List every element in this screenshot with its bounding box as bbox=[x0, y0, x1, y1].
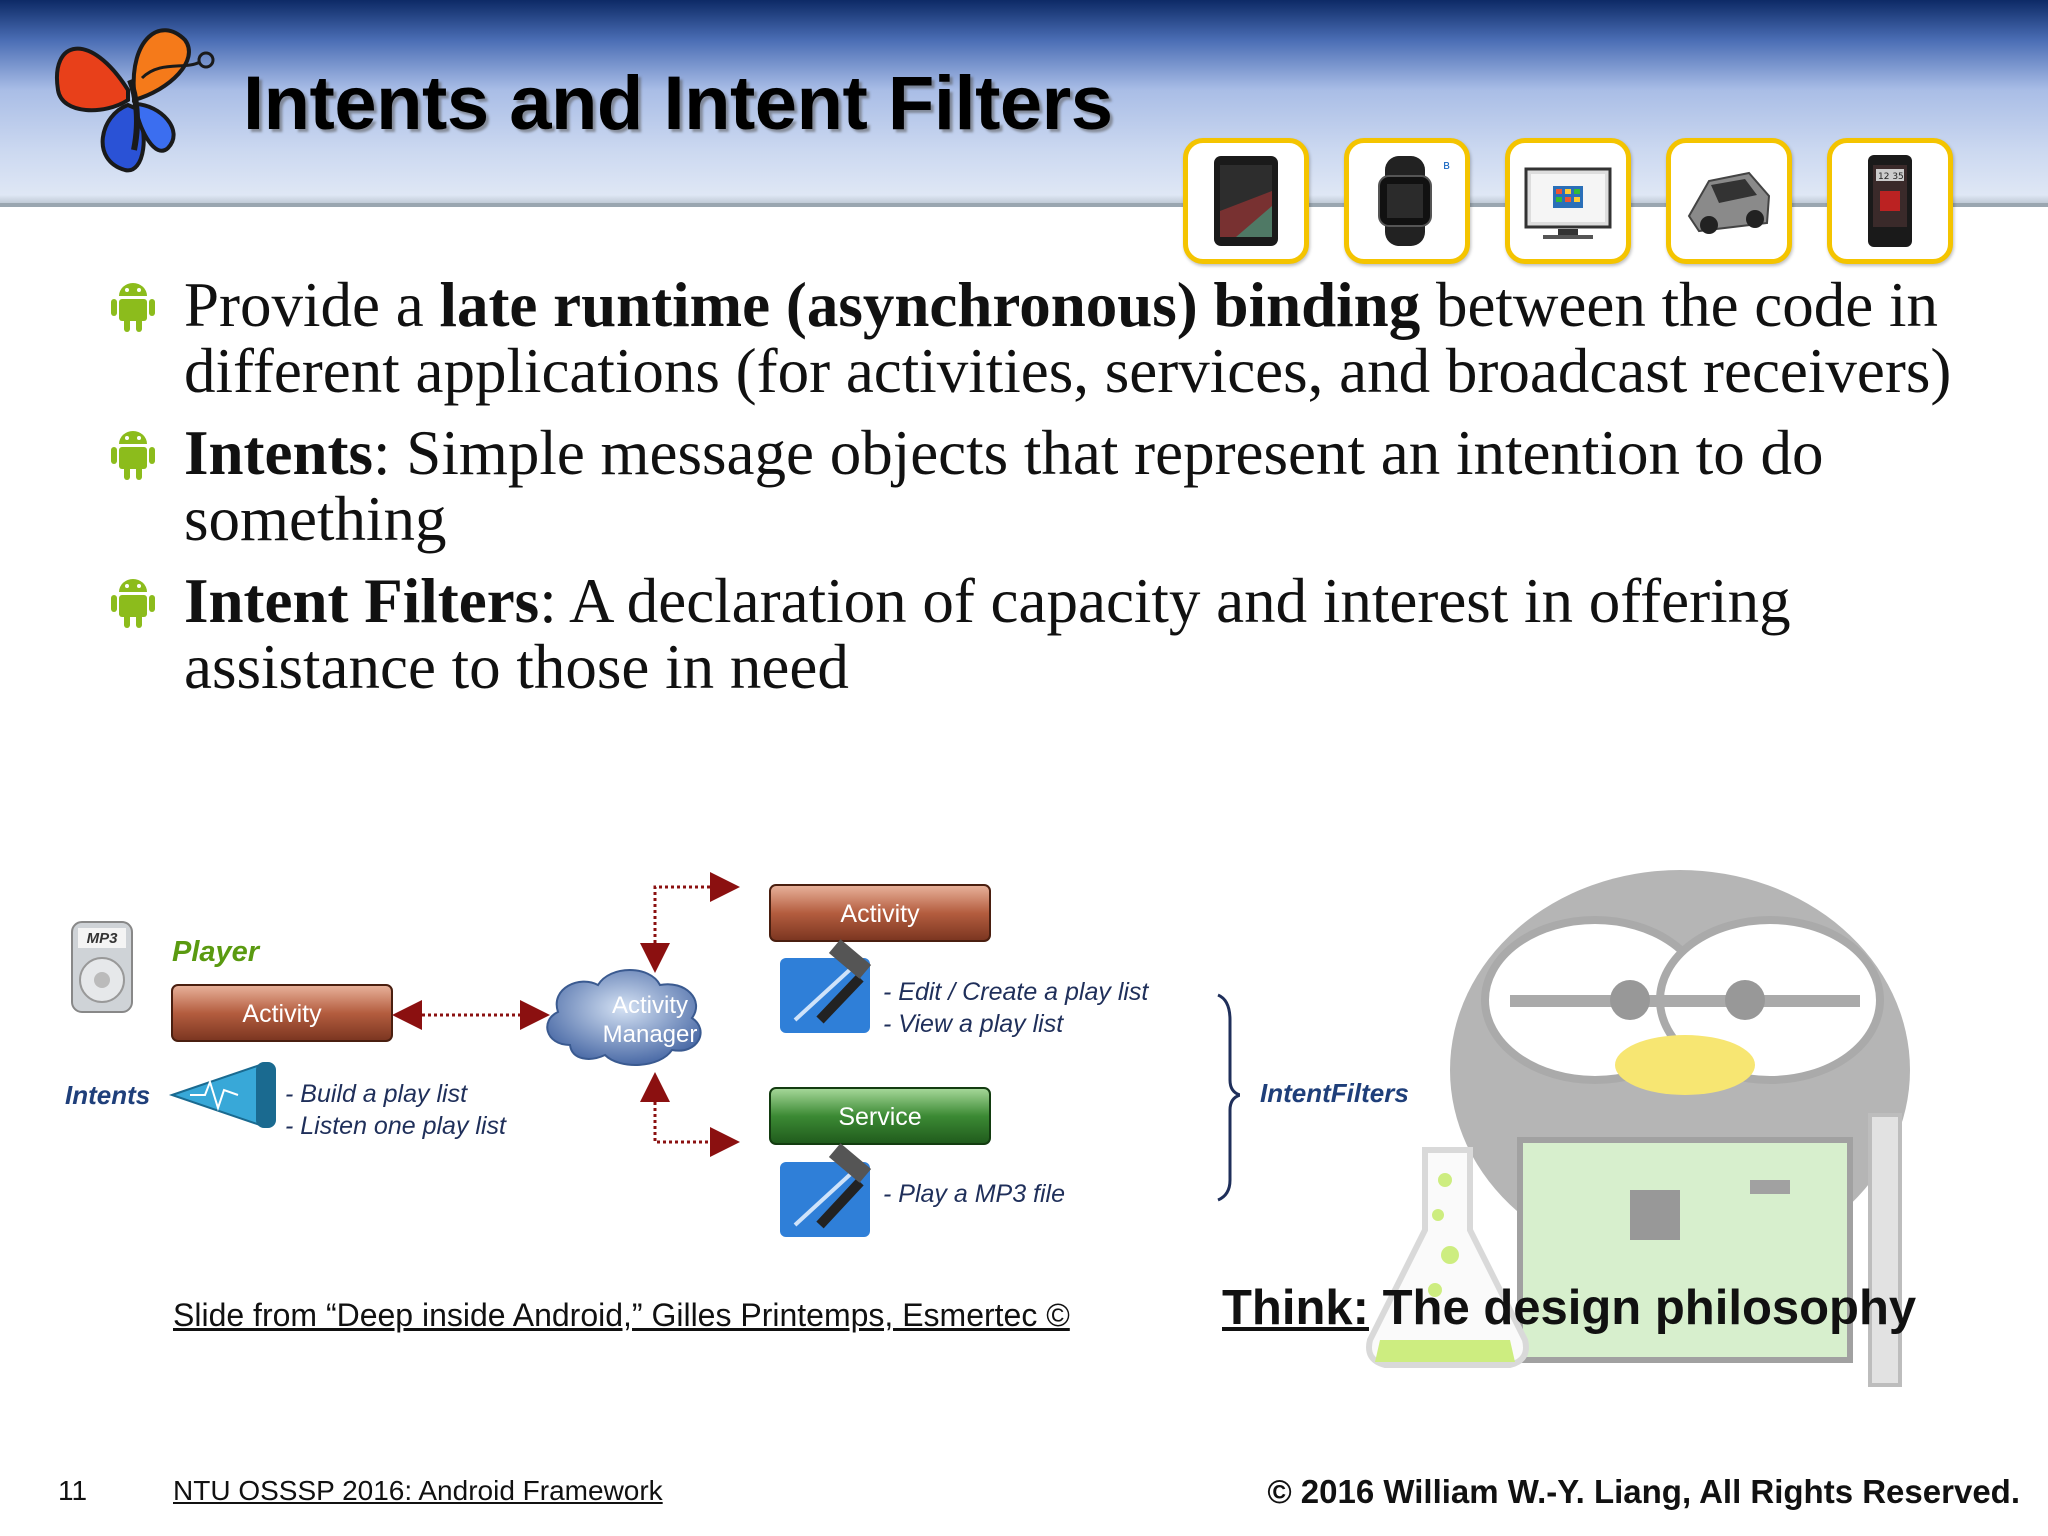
activity-action-edit: - Edit / Create a play list bbox=[883, 978, 1149, 1006]
bullet-list: Provide a late runtime (asynchronous) bi… bbox=[110, 272, 1970, 716]
page-number: 11 bbox=[58, 1475, 88, 1506]
device-thumb-tablet bbox=[1183, 138, 1309, 264]
intents-label: Intents bbox=[65, 1080, 150, 1110]
copyright-notice: © 2016 William W.-Y. Liang, All Rights R… bbox=[1267, 1473, 2020, 1510]
svg-text:12 35: 12 35 bbox=[1878, 172, 1904, 182]
bullet-item: Provide a late runtime (asynchronous) bi… bbox=[110, 272, 1970, 404]
service-label: Service bbox=[838, 1103, 921, 1131]
activity-action-view: - View a play list bbox=[883, 1010, 1064, 1038]
intent-action-listen: - Listen one play list bbox=[285, 1112, 507, 1140]
activity-left-label: Activity bbox=[242, 1000, 322, 1028]
device-thumb-tv bbox=[1505, 138, 1631, 264]
manager-label-line2: Manager bbox=[603, 1021, 698, 1048]
butterfly-logo-icon bbox=[54, 28, 215, 173]
tv-icon bbox=[1524, 167, 1612, 239]
manager-to-service-arrow bbox=[640, 1072, 740, 1157]
android-bullet-icon bbox=[111, 283, 155, 332]
mp3-player-icon bbox=[71, 921, 133, 1013]
intent-diagram: MP3 Player Activity Activity Manager Act… bbox=[65, 872, 1240, 1237]
intent-filters-label: IntentFilters bbox=[1260, 1078, 1409, 1108]
header-divider bbox=[0, 203, 2048, 207]
filters-brace bbox=[1217, 993, 1240, 1202]
slide-title: Intents and Intent Filters bbox=[243, 61, 1113, 146]
manager-to-activity-arrow bbox=[640, 872, 740, 973]
service-action-play: - Play a MP3 file bbox=[883, 1180, 1065, 1208]
manager-label-line1: Activity bbox=[612, 992, 688, 1019]
think-caption: Think: The design philosophy bbox=[1222, 1281, 1917, 1335]
activity-box-right: Activity bbox=[769, 884, 991, 942]
activity-box-left: Activity bbox=[171, 984, 393, 1042]
device-thumb-car bbox=[1666, 138, 1792, 264]
android-bullet-icon bbox=[111, 579, 155, 628]
bullet-item: Intent Filters: A declaration of capacit… bbox=[110, 568, 1970, 700]
bullet-item: Intents: Simple message objects that rep… bbox=[110, 420, 1970, 552]
intent-action-build: - Build a play list bbox=[285, 1080, 468, 1108]
device-thumb-smartphone: 12 35 bbox=[1827, 138, 1953, 264]
smartwatch-icon: ʙ bbox=[1378, 156, 1450, 246]
device-thumb-smartwatch: ʙ bbox=[1344, 138, 1470, 264]
android-bullet-icon bbox=[111, 431, 155, 480]
xcode-hammer-icon bbox=[780, 1143, 872, 1237]
mp3-label: MP3 bbox=[87, 930, 119, 947]
xcode-hammer-icon bbox=[780, 939, 872, 1033]
penguin-mascot-icon bbox=[1366, 870, 1910, 1387]
player-label: Player bbox=[172, 936, 261, 968]
smartphone-icon: 12 35 bbox=[1868, 155, 1912, 247]
service-box: Service bbox=[769, 1087, 991, 1145]
tablet-icon bbox=[1214, 156, 1278, 246]
megaphone-icon bbox=[168, 1062, 276, 1128]
car-icon bbox=[1687, 171, 1771, 234]
course-title: NTU OSSSP 2016: Android Framework bbox=[173, 1475, 663, 1506]
activity-right-label: Activity bbox=[840, 900, 920, 928]
activity-manager-cloud: Activity Manager bbox=[546, 969, 702, 1066]
svg-text:ʙ: ʙ bbox=[1443, 158, 1450, 172]
slide-credit: Slide from “Deep inside Android,” Gilles… bbox=[173, 1297, 1070, 1333]
